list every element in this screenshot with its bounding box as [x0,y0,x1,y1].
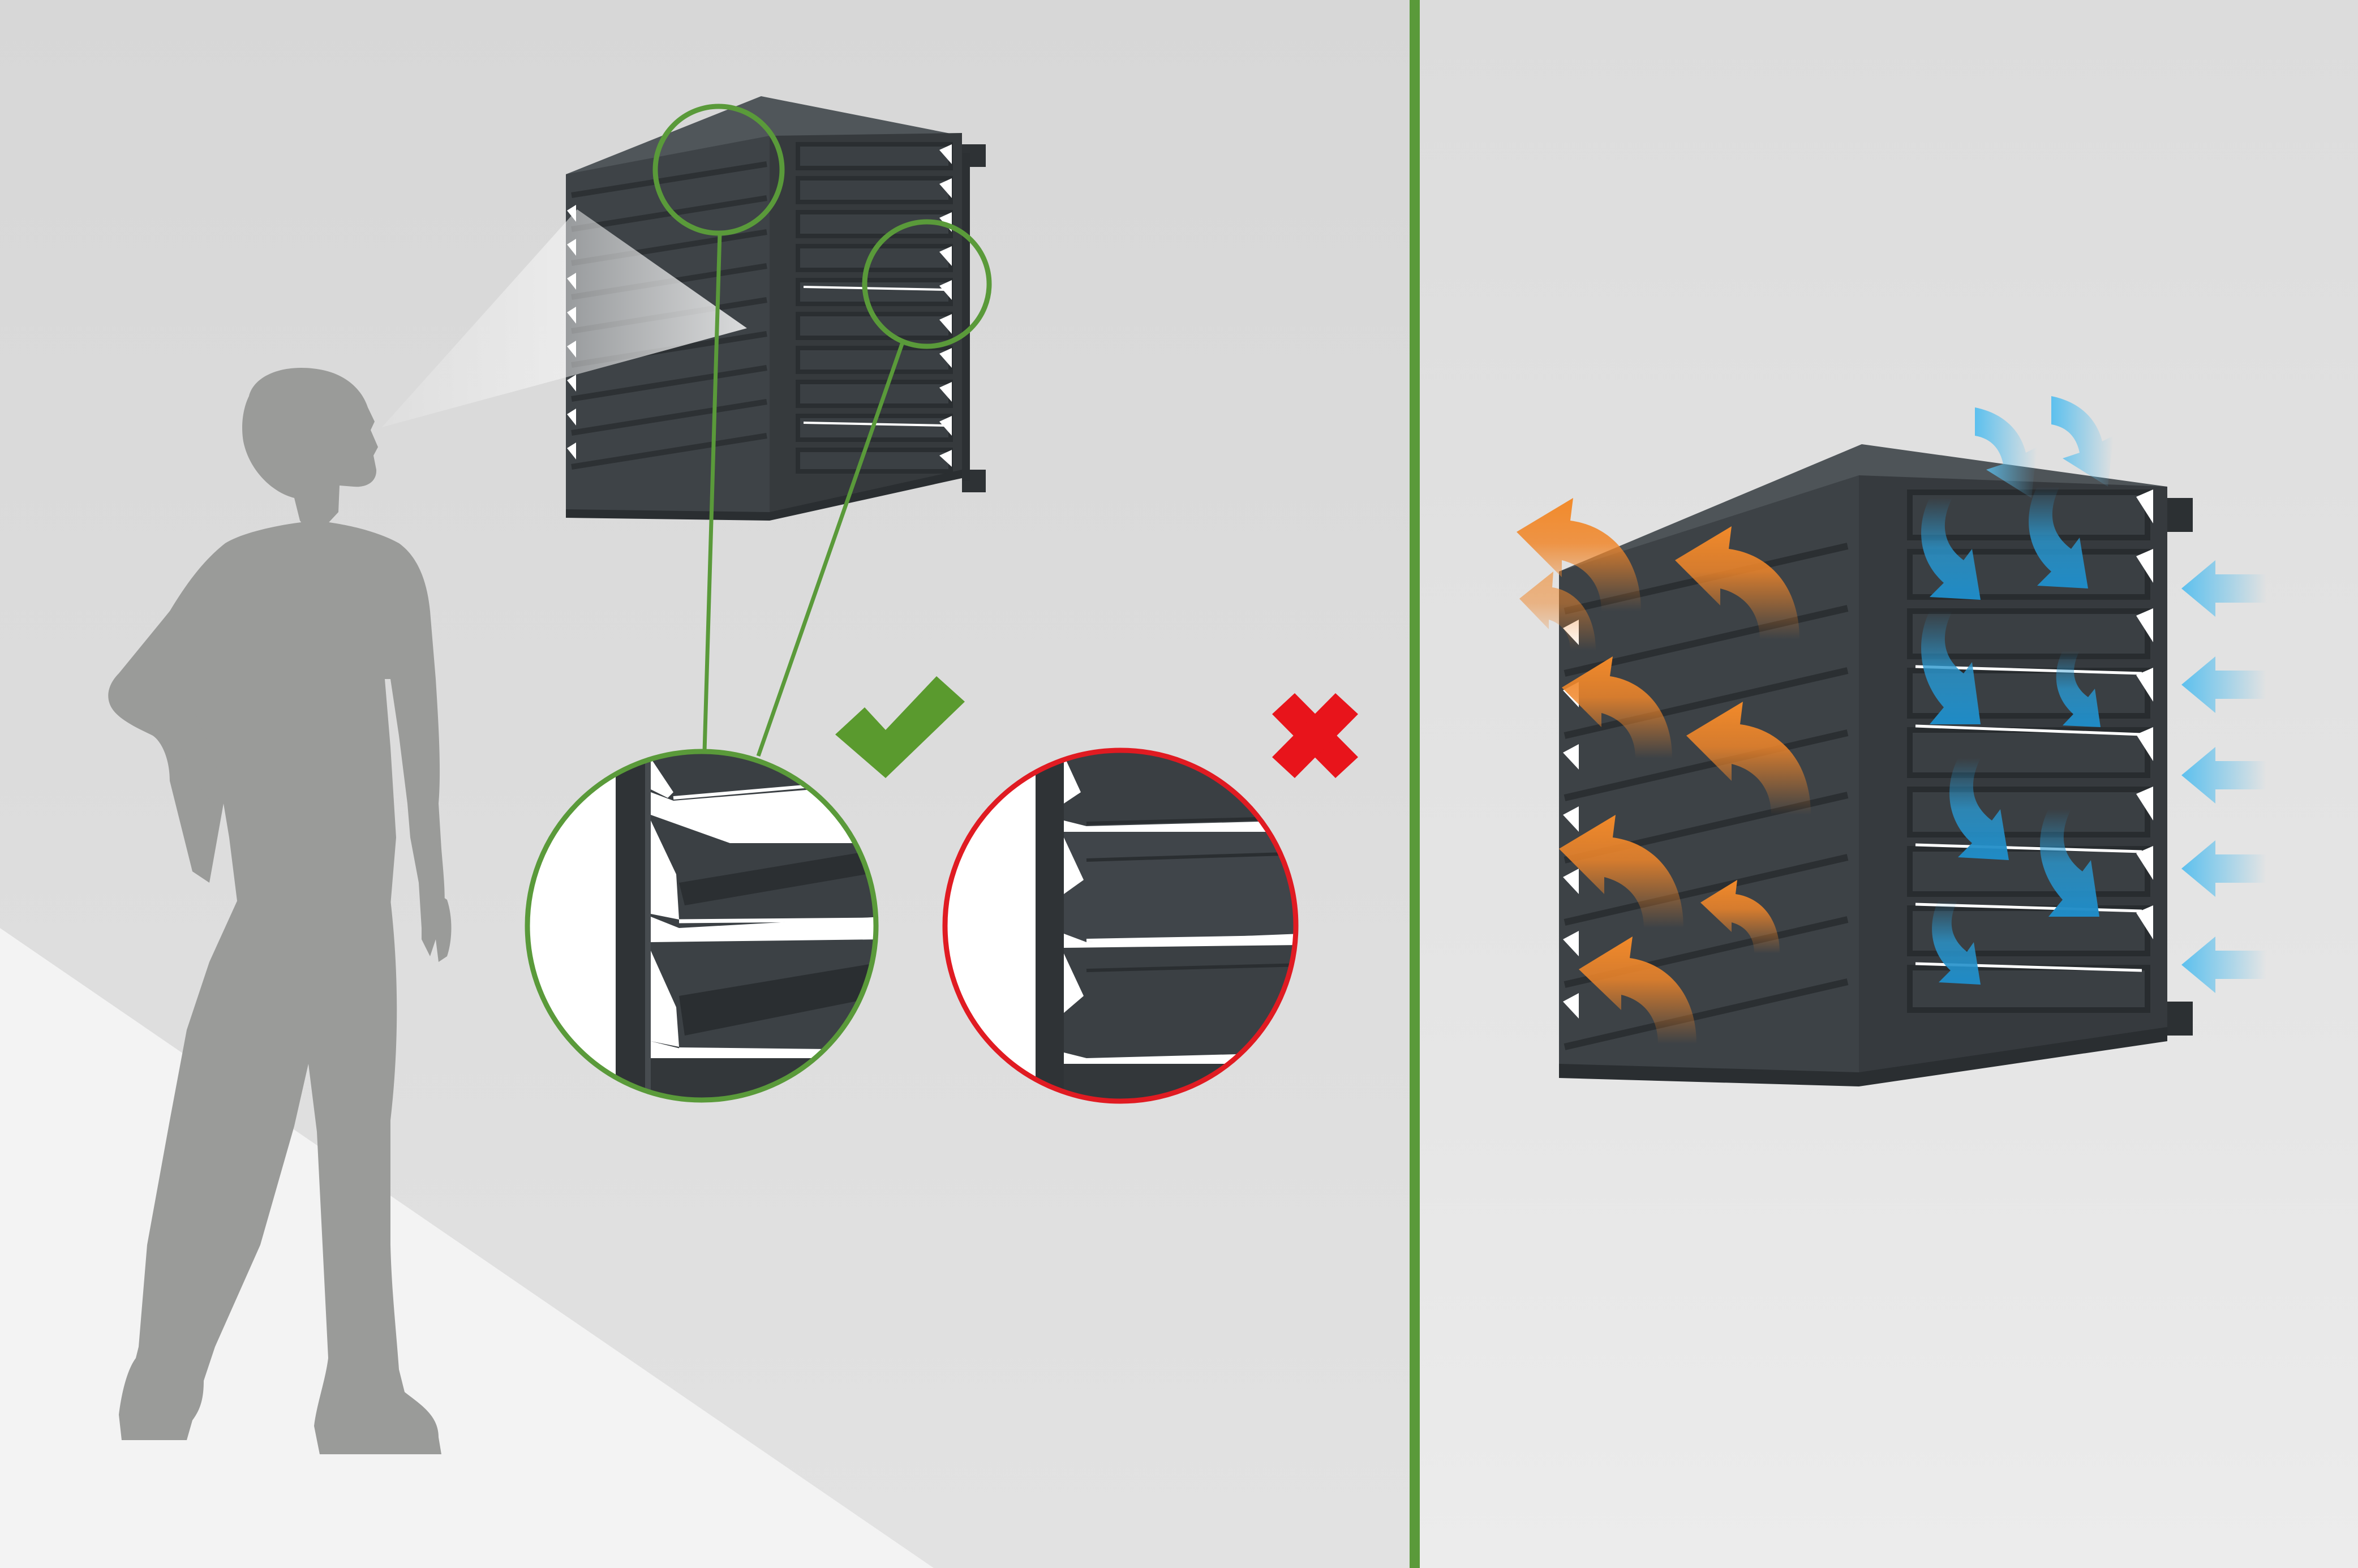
cold-air-arrow-icon [2181,747,2266,804]
hot-air-arrows [1517,498,1811,1044]
cold-air-arrow-icon [2056,651,2101,727]
cold-air-arrow-icon [2051,396,2114,487]
cold-air-arrow-icon [2029,487,2088,588]
leader-line-1 [702,233,722,752]
cold-air-arrow-icon [2181,560,2266,617]
cross-mark-icon [1272,693,1358,778]
cold-air-arrow-icon [2181,840,2266,897]
cold-air-arrow-icon [2181,936,2266,993]
cold-air-arrow-icon [1975,407,2037,498]
cold-air-arrow-icon [1932,900,1981,985]
hot-air-arrow-icon [1517,498,1641,611]
hot-air-arrow-icon [1559,815,1683,928]
cold-air-arrows [1921,396,2266,993]
hot-air-arrow-icon [1675,526,1799,639]
panel-divider [1410,0,1420,1568]
hot-air-arrow-icon [1700,880,1780,953]
leader-line-2 [756,341,905,757]
hot-air-arrow-icon [1579,936,1696,1044]
cold-air-arrow-icon [1949,758,2009,860]
hot-air-arrow-icon [1686,702,1811,815]
hot-air-arrow-icon [1562,656,1672,758]
cold-air-arrow-icon [2181,656,2266,713]
cold-air-arrow-icon [1921,611,1981,724]
inspect-circle-side [862,219,992,349]
check-mark-icon [835,676,965,778]
cold-air-arrow-icon [1921,498,1981,600]
sight-beam [382,209,747,427]
person-silhouette-icon [108,368,452,1454]
cold-air-arrow-icon [2040,809,2099,917]
hot-air-arrow-icon [1519,572,1596,651]
